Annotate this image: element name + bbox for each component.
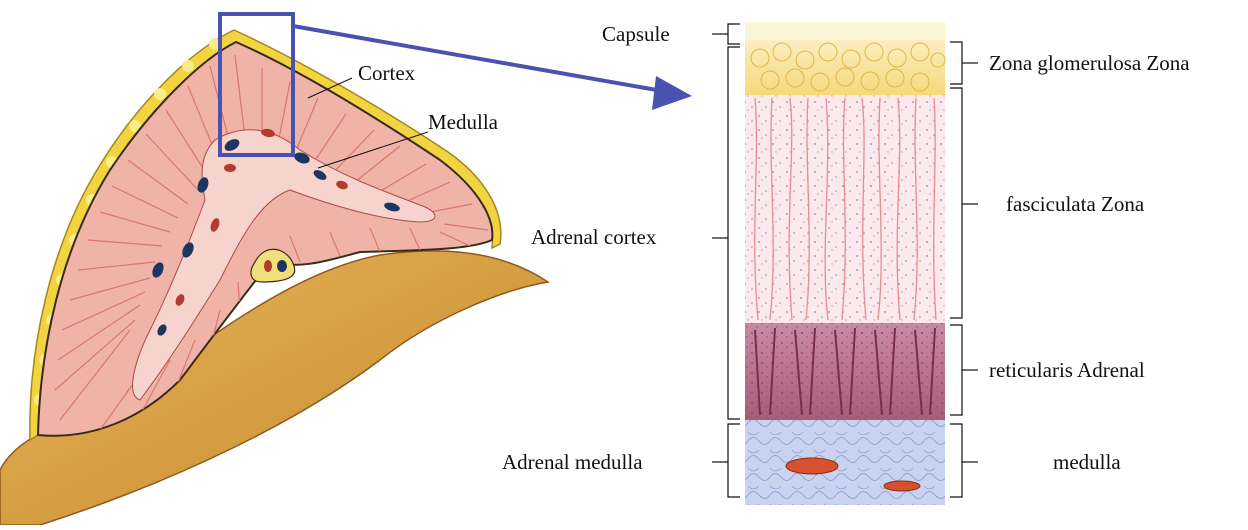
medulla-vessel-1 [786, 458, 838, 474]
medulla-label: Medulla [428, 110, 499, 134]
histology-column [745, 22, 945, 505]
col-capsule [745, 22, 945, 40]
medulla-vessel-2 [884, 481, 920, 491]
zona-glomerulosa-label: Zona glomerulosa Zona [989, 51, 1190, 75]
adrenal-cortex-label: Adrenal cortex [531, 225, 657, 249]
zoom-arrow-head [652, 76, 692, 110]
cortex-label: Cortex [358, 61, 416, 85]
reticularis-label: reticularis Adrenal [989, 358, 1145, 382]
fasciculata-label: fasciculata Zona [1006, 192, 1145, 216]
capsule-label: Capsule [602, 22, 670, 46]
right-brackets [950, 42, 978, 497]
medulla-right-label: medulla [1053, 450, 1121, 474]
left-brackets [712, 24, 740, 497]
adrenal-medulla-label: Adrenal medulla [502, 450, 643, 474]
